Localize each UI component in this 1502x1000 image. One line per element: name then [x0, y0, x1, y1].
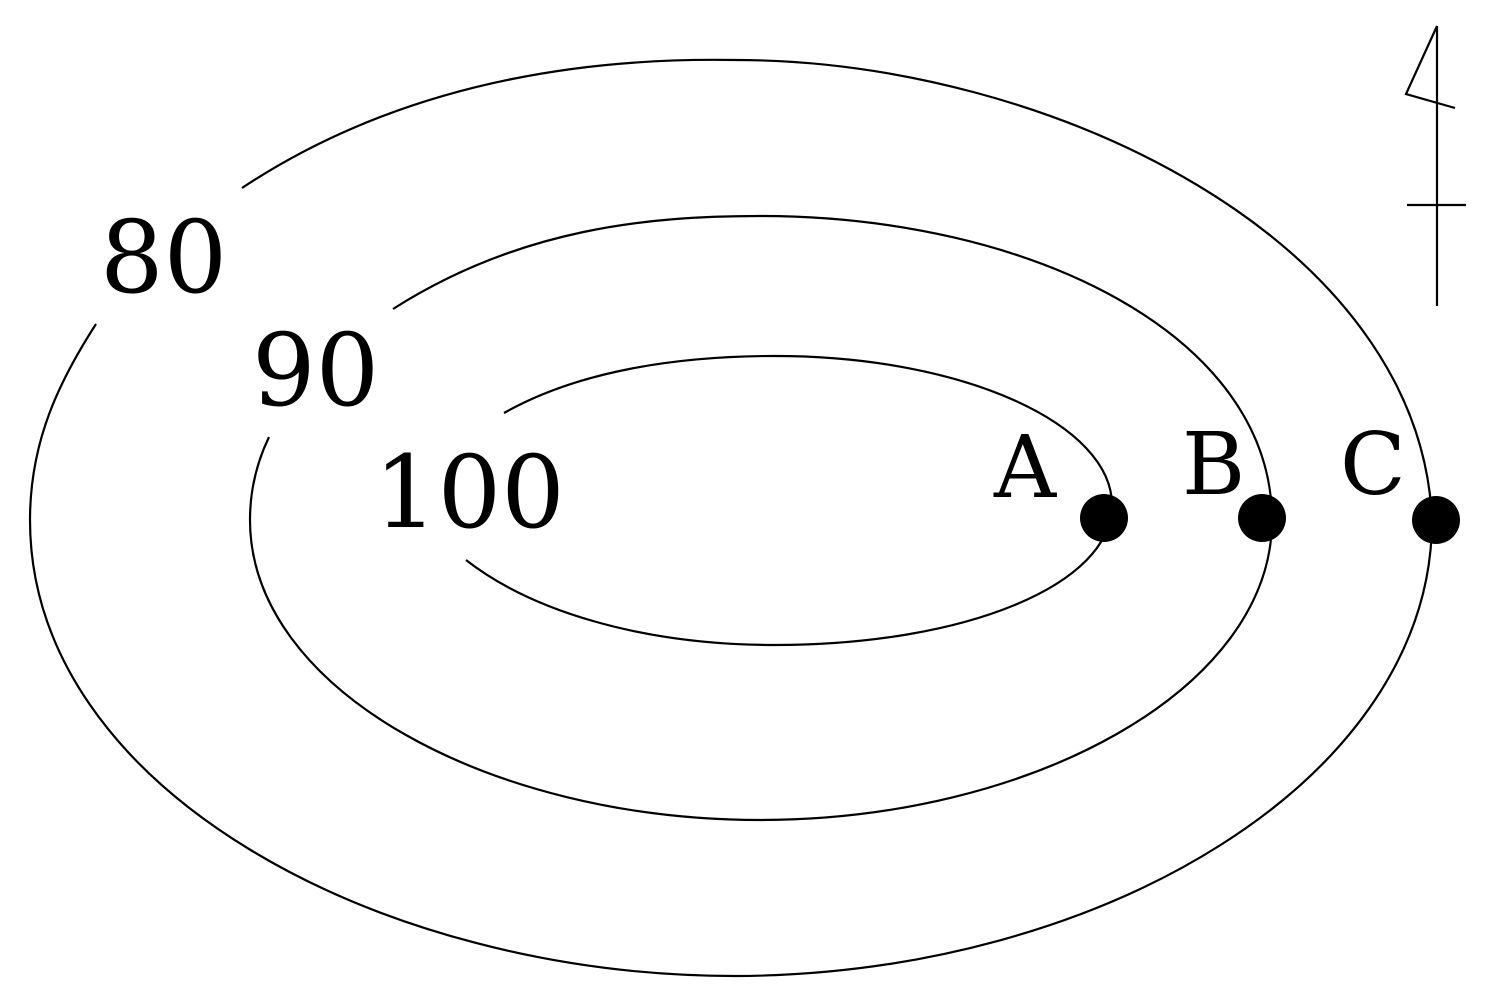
point-a-marker — [1080, 494, 1128, 542]
point-label-c: C — [1340, 415, 1406, 515]
contour-line-90 — [248, 214, 1274, 822]
point-label-b: B — [1182, 415, 1245, 515]
north-arrow-icon — [1404, 25, 1466, 306]
contour-label-100: 100 — [374, 434, 565, 551]
point-label-a: A — [993, 418, 1057, 518]
point-b-marker — [1238, 494, 1286, 542]
point-c-marker — [1412, 496, 1460, 544]
contour-line-80 — [28, 58, 1434, 978]
contour-label-90: 90 — [252, 312, 379, 429]
contour-label-80: 80 — [100, 199, 227, 316]
